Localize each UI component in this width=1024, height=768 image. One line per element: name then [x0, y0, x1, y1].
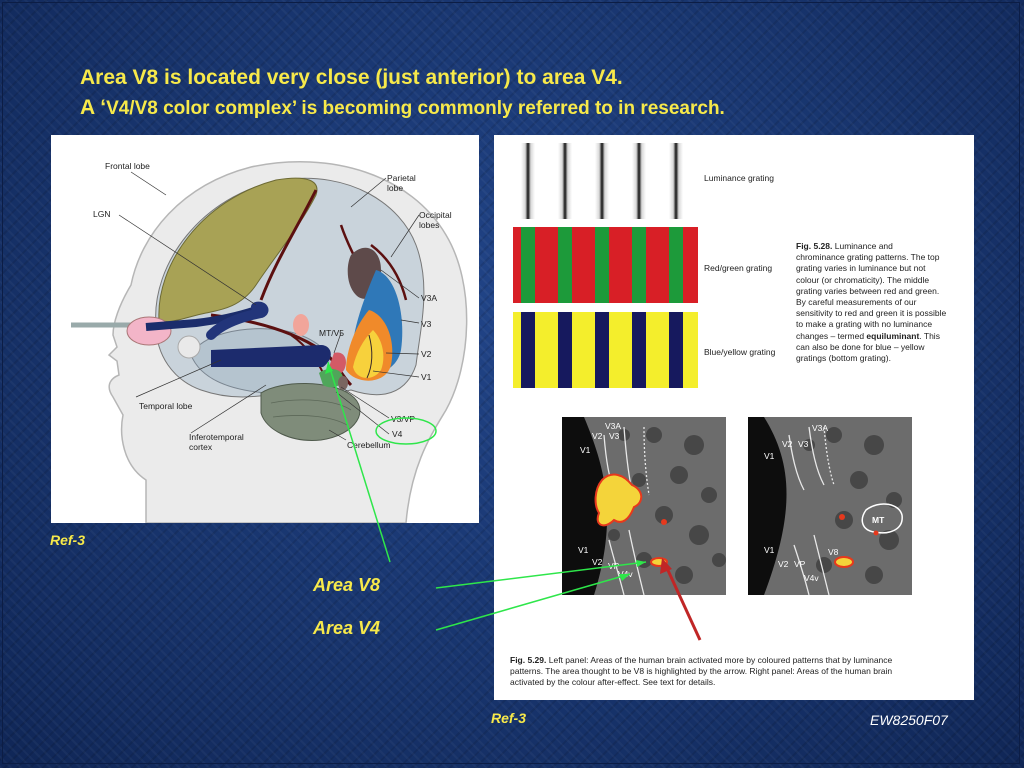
- frontal-lobe-shape: [158, 177, 318, 323]
- label-luminance-grating: Luminance grating: [704, 173, 774, 183]
- title-rest: V4/V8 color complex’ is becoming commonl…: [106, 98, 725, 119]
- fmri-right-label-v1: V1: [764, 451, 775, 461]
- label-frontal-lobe: Frontal lobe: [105, 161, 150, 171]
- fmri-right-label-v3: V3: [798, 439, 809, 449]
- grating-stripe: [558, 312, 572, 388]
- grating-stripe: [669, 312, 683, 388]
- fmri-right-label-v4v: V4v: [804, 573, 819, 583]
- grating-stripe: [595, 143, 609, 219]
- mt-outline: [861, 503, 903, 534]
- fmri-left-label-v2-lower: V2: [592, 557, 603, 567]
- fmri-left-label-v3a: V3A: [605, 421, 622, 431]
- ref-left: Ref-3: [50, 532, 86, 548]
- fmri-left-label-v1-lower: V1: [578, 545, 589, 555]
- label-mt-v5: MT/V5: [319, 328, 345, 338]
- grating-stripe: [632, 312, 646, 388]
- fig-5-29-caption: Fig. 5.29. Left panel: Areas of the huma…: [510, 655, 893, 688]
- label-v1: V1: [421, 372, 432, 382]
- fmri-right-label-v2-lower: V2: [778, 559, 789, 569]
- color-activation-blob-left: [594, 473, 643, 527]
- label-v3a: V3A: [421, 293, 438, 303]
- blue-yellow-grating: [513, 312, 698, 388]
- fmri-right-label-v8: V8: [828, 547, 839, 557]
- visual-pathway: [211, 345, 331, 367]
- slide-title-line-1: Area V8 is located very close (just ante…: [80, 66, 623, 89]
- grating-stripe: [521, 312, 535, 388]
- fmri-left-label-v1: V1: [580, 445, 591, 455]
- lgn-body: [206, 301, 269, 340]
- fmri-left-label-v2: V2: [592, 431, 603, 441]
- grating-stripe: [669, 227, 683, 303]
- label-v3-vp: V3/VP: [391, 414, 416, 424]
- eye: [126, 316, 172, 346]
- figure-graphics: [513, 143, 912, 596]
- v8-activation-left: [650, 557, 668, 567]
- brain-diagram: [71, 161, 468, 524]
- fmri-right-label-v3a: V3A: [812, 423, 829, 433]
- grating-stripe: [521, 227, 535, 303]
- fig-5-28-caption: Fig. 5.28. Luminance and chrominance gra…: [796, 241, 947, 364]
- fmri-right-label-vp: VP: [794, 559, 806, 569]
- grating-stripe: [632, 227, 646, 303]
- grating-stripe: [521, 143, 535, 219]
- red-green-grating: [513, 227, 698, 303]
- central-sulcus: [259, 189, 318, 301]
- area-v4-label: Area V4: [313, 618, 381, 638]
- grating-stripe: [595, 227, 609, 303]
- v8-activation-right: [834, 556, 854, 568]
- fmri-right-label-mt: MT: [872, 515, 885, 525]
- fmri-right-label-v2: V2: [782, 439, 793, 449]
- title-prefix: A ‘: [80, 96, 107, 119]
- fmri-right-panel: [748, 417, 912, 596]
- label-v2: V2: [421, 349, 432, 359]
- slide-title-line-2: A ‘V4/V8 color complex’ is becoming comm…: [80, 96, 725, 120]
- label-red-green-grating: Red/green grating: [704, 263, 773, 273]
- grating-stripe: [669, 143, 683, 219]
- label-v3: V3: [421, 319, 432, 329]
- grating-stripe: [632, 143, 646, 219]
- textbook-figure-panel: Luminance grating Red/green grating Blue…: [494, 135, 974, 700]
- label-blue-yellow-grating: Blue/yellow grating: [704, 347, 776, 357]
- slide-code: EW8250F07: [870, 712, 948, 728]
- grating-stripe: [595, 312, 609, 388]
- fmri-left-label-v4v: V4v: [618, 569, 633, 579]
- label-lgn: LGN: [93, 209, 111, 219]
- fmri-left-label-v3: V3: [609, 431, 620, 441]
- label-cerebellum: Cerebellum: [347, 440, 391, 450]
- luminance-grating: [513, 143, 698, 219]
- area-v8-label: Area V8: [313, 575, 381, 595]
- grating-stripe: [558, 143, 572, 219]
- grating-stripe: [558, 227, 572, 303]
- label-temporal-lobe: Temporal lobe: [139, 401, 193, 411]
- label-v4: V4: [392, 429, 403, 439]
- fmri-left-panel: [562, 417, 726, 596]
- fmri-right-label-v1-lower: V1: [764, 545, 775, 555]
- ref-right: Ref-3: [491, 710, 527, 726]
